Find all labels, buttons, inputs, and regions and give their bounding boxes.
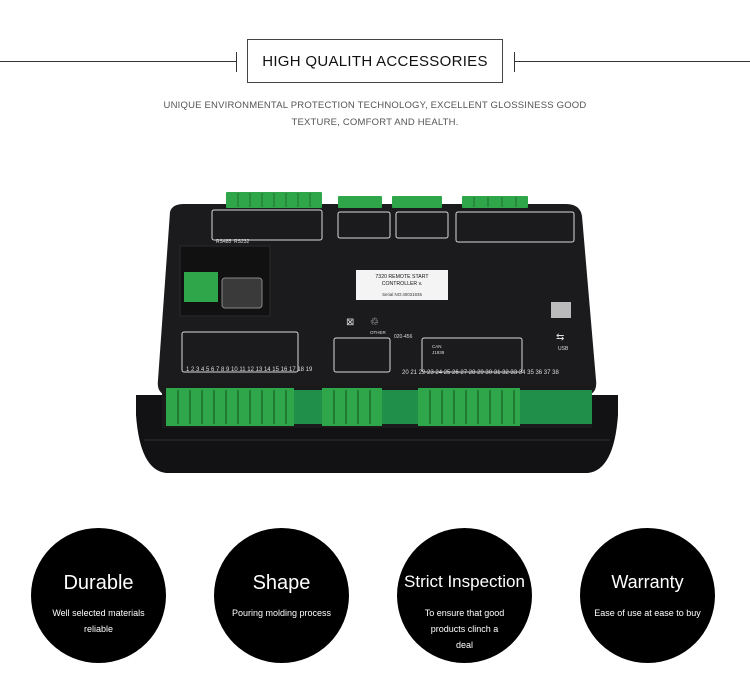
rs485-terminal[interactable]	[184, 272, 218, 302]
subtitle-line-2: TEXTURE, COMFORT AND HEALTH.	[291, 117, 459, 128]
feature-title: Warranty	[611, 572, 684, 592]
db9-port[interactable]	[221, 277, 263, 309]
feature-strict-inspection: Strict Inspection To ensure that good pr…	[397, 528, 532, 663]
page-title-text: HIGH QUALITH ACCESSORIES	[262, 52, 488, 70]
header-rule-right	[514, 61, 750, 62]
rs485-label: RS485	[216, 239, 232, 245]
usb-port[interactable]	[551, 302, 571, 318]
other-label: OTHER	[370, 330, 387, 335]
usb-label: USB	[558, 346, 569, 352]
feature-shape: Shape Pouring molding process	[214, 528, 349, 663]
feature-description: To ensure that good products clinch a de…	[424, 608, 505, 650]
feature-title: Strict Inspection	[404, 572, 525, 591]
feature-description: Ease of use at ease to buy	[594, 608, 701, 618]
terminal-numbers-2: 20 21 22 23 24 25 26 27 28 29 30 31 32 3…	[402, 370, 559, 376]
top-connectors	[226, 192, 528, 208]
bottom-label-plates	[181, 331, 523, 373]
weee-bin-icon: ⊠	[346, 317, 354, 328]
top-label-plates	[211, 209, 575, 243]
rs232-label: RS232	[234, 239, 250, 245]
j1939-label: J1939	[432, 350, 445, 355]
top-connector-ridges	[237, 193, 517, 207]
controller-product-image: RS485 RS232 7320 REMOTE START CONTROLLER…	[136, 192, 618, 473]
page-subtitle: UNIQUE ENVIRONMENTAL PROTECTION TECHNOLO…	[140, 97, 610, 131]
feature-title: Durable	[63, 572, 134, 594]
header-tick-left	[236, 52, 237, 72]
page-title: HIGH QUALITH ACCESSORIES	[247, 39, 503, 83]
can-label: CAN	[432, 344, 442, 349]
serial-number: Serial NO:40031935	[382, 292, 422, 297]
header-rule-left	[0, 61, 236, 62]
terminal-numbers-1: 1 2 3 4 5 6 7 8 9 10 11 12 13 14 15 16 1…	[186, 367, 313, 373]
feature-description: Well selected materials reliable	[52, 608, 145, 634]
header-tick-right	[514, 52, 515, 72]
feature-durable: Durable Well selected materials reliable	[31, 528, 166, 663]
label-line-1: 7320 REMOTE START	[375, 274, 429, 280]
recycle-icon: ♲	[370, 317, 379, 328]
feature-warranty: Warranty Ease of use at ease to buy	[580, 528, 715, 663]
feature-description: Pouring molding process	[231, 608, 332, 618]
part-code: 020-456	[394, 334, 413, 340]
feature-title: Shape	[252, 572, 311, 594]
usb-icon: ⇆	[556, 332, 564, 343]
product-label-sticker	[356, 270, 448, 300]
bottom-connectors	[166, 388, 520, 426]
bottom-connector-ridges	[177, 390, 515, 424]
label-line-2: CONTROLLER v.	[382, 281, 423, 287]
subtitle-line-1: UNIQUE ENVIRONMENTAL PROTECTION TECHNOLO…	[163, 100, 587, 111]
